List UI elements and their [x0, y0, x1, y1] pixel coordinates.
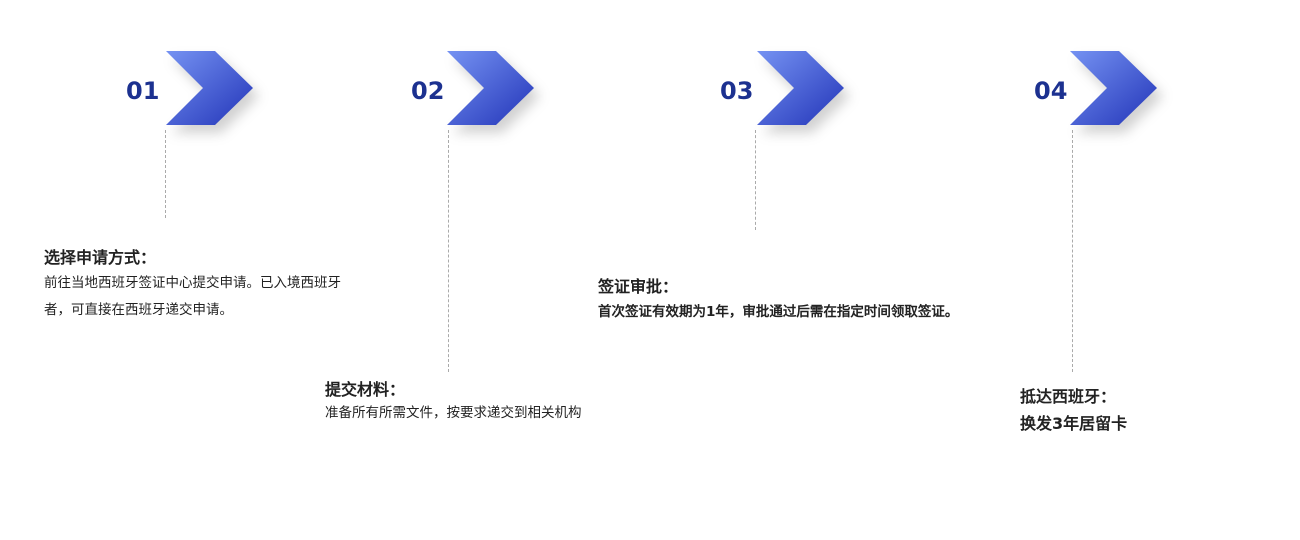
step-3-number: 03 — [720, 77, 754, 105]
step-1-chevron-icon — [166, 51, 253, 125]
step-3-chevron-icon — [757, 51, 844, 125]
step-4-title: 抵达西班牙： — [1020, 387, 1117, 406]
step-2-description: 准备所有所需文件，按要求递交到相关机构 — [325, 405, 582, 421]
step-1-title: 选择申请方式： — [44, 248, 157, 267]
step-2-title: 提交材料： — [325, 380, 406, 399]
step-3-description: 首次签证有效期为1年，审批通过后需在指定时间领取签证。 — [598, 304, 959, 320]
step-4-description: 换发3年居留卡 — [1020, 414, 1128, 433]
step-2-number: 02 — [411, 77, 445, 105]
step-4-chevron-icon — [1070, 51, 1157, 125]
step-2-connector — [448, 130, 449, 372]
step-4-number: 04 — [1034, 77, 1068, 105]
step-1-connector — [165, 130, 166, 218]
step-4-connector — [1072, 130, 1073, 372]
step-1-description: 前往当地西班牙签证中心提交申请。已入境西班牙者，可直接在西班牙递交申请。 — [44, 275, 341, 318]
step-1-number: 01 — [126, 77, 160, 105]
step-3-title: 签证审批： — [598, 277, 679, 296]
step-2-chevron-icon — [447, 51, 534, 125]
step-3-connector — [755, 130, 756, 230]
